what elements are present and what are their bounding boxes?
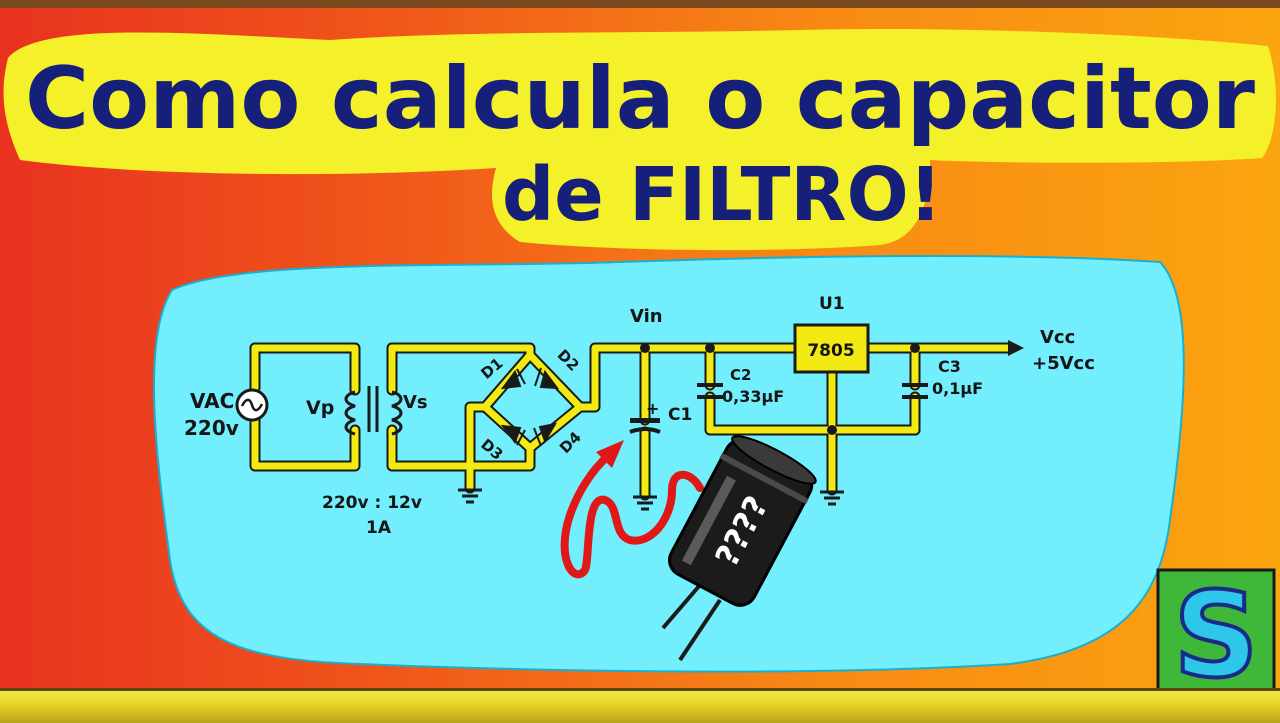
wire xyxy=(251,344,359,394)
output-label: Vcc xyxy=(1040,327,1075,348)
capacitor-c1-symbol xyxy=(629,418,661,434)
board-frame-top xyxy=(0,0,1280,8)
title-highlight xyxy=(3,28,1276,251)
transformer-ratio: 220v : 12v xyxy=(322,493,422,513)
u1-label: U1 xyxy=(819,294,845,314)
junction-dots xyxy=(640,343,920,435)
c2-value: 0,33µF xyxy=(722,387,784,406)
wire xyxy=(251,416,359,470)
wire xyxy=(466,403,489,492)
ground-icon xyxy=(458,488,482,504)
ac-source-symbol xyxy=(235,388,269,422)
channel-logo: S xyxy=(1156,564,1276,706)
c3-value: 0,1µF xyxy=(932,379,983,398)
wire xyxy=(481,351,584,452)
output-arrow-icon xyxy=(1008,340,1024,356)
capacitor-c2-symbol xyxy=(697,383,723,399)
title-line-2: de FILTRO! xyxy=(502,152,942,238)
board-chalk-ledge xyxy=(0,688,1280,723)
logo-letter: S xyxy=(1174,566,1259,704)
transformer-symbol xyxy=(344,386,403,436)
c3-label: C3 xyxy=(938,357,961,376)
wire xyxy=(388,426,534,470)
c1-polarity: + xyxy=(646,399,659,418)
curly-arrow xyxy=(560,440,704,579)
source-label: VAC xyxy=(190,389,234,413)
c2-label: C2 xyxy=(730,366,751,384)
transformer-current: 1A xyxy=(366,518,392,538)
electrolytic-capacitor-image: ???? xyxy=(661,435,817,662)
regulator-part: 7805 xyxy=(807,341,854,361)
wire xyxy=(706,393,919,434)
source-voltage: 220v xyxy=(184,416,239,440)
circuit-wires xyxy=(249,342,1016,501)
c1-label: C1 xyxy=(668,405,692,425)
capacitor-c3-symbol xyxy=(902,383,928,399)
regulator-u1: 7805 xyxy=(793,323,870,374)
ground-icon xyxy=(633,495,657,511)
ground-icon xyxy=(820,490,844,506)
primary-label: Vp xyxy=(306,397,334,419)
secondary-label: Vs xyxy=(403,392,428,413)
wire xyxy=(576,344,799,411)
output-value: +5Vcc xyxy=(1032,353,1095,374)
title-line-1: Como calcula o capacitor xyxy=(25,49,1256,149)
diagram-blob xyxy=(152,254,1185,673)
vin-label: Vin xyxy=(630,306,663,327)
bridge-diodes xyxy=(500,367,560,447)
ground-symbols xyxy=(458,488,844,511)
